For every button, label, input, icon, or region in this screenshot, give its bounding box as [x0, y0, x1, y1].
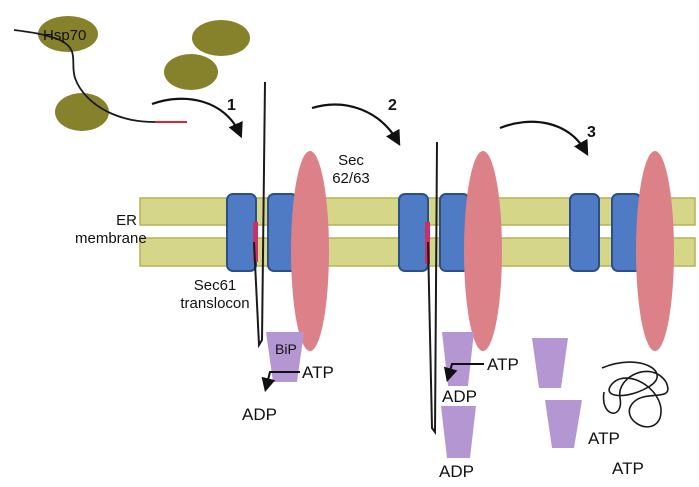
hsp70-chaperone — [38, 16, 98, 52]
sec61-subunit — [569, 193, 600, 272]
hsp70-chaperone — [55, 93, 109, 131]
er-membrane-label-line2: membrane — [75, 230, 147, 247]
atp-label-step3-lower: ATP — [612, 459, 644, 478]
stage-3-complex — [532, 151, 674, 448]
er-membrane-label-line1: ER — [116, 212, 137, 229]
bip-chaperone — [442, 332, 474, 386]
hsp70-chaperone — [192, 20, 250, 56]
atp-label-step1: ATP — [302, 363, 334, 382]
adp-label-step1: ADP — [242, 405, 277, 424]
stage-2-complex — [398, 141, 502, 458]
sec62-63-label: Sec 62/63 — [329, 152, 373, 188]
step-3-label: 3 — [587, 124, 596, 141]
sec61-subunit — [226, 193, 257, 272]
step1-arrow — [151, 97, 243, 139]
step3-arrow — [499, 120, 589, 157]
signal-in-pore — [253, 222, 258, 262]
hsp70-group — [38, 16, 250, 131]
bip-chaperone — [545, 400, 582, 448]
er-membrane-label: ER membrane — [75, 212, 147, 248]
bip-chaperone — [266, 332, 304, 382]
atp-hydrolysis-arrow — [261, 371, 300, 393]
sec62-63-label-line2: 62/63 — [332, 170, 370, 187]
atp-label-step3-upper: ATP — [588, 429, 620, 448]
sec61-translocon-label: Sec61 translocon — [172, 277, 258, 313]
bip-chaperone — [441, 406, 476, 458]
hsp70-chaperone — [164, 54, 218, 90]
step-2-label: 2 — [388, 97, 397, 114]
sec62-63-complex — [636, 151, 674, 351]
adp-label-step2-upper: ADP — [442, 387, 477, 406]
sec62-63-label-line1: Sec — [338, 152, 364, 169]
bip-label: BiP — [275, 341, 297, 357]
sec61-label-line1: Sec61 — [193, 277, 237, 294]
translocating-chain — [427, 141, 438, 435]
stage-1-complex — [226, 81, 329, 393]
step2-arrow — [311, 103, 401, 147]
bip-chaperone — [532, 338, 568, 388]
adp-label-step2-lower: ADP — [439, 462, 474, 481]
folded-protein — [601, 361, 669, 428]
hsp70-label: Hsp70 — [43, 27, 87, 44]
nascent-polypeptide-cytosolic — [13, 29, 156, 123]
atp-hydrolysis-arrow — [443, 363, 484, 383]
step-1-label: 1 — [227, 97, 236, 114]
sec61-label-line2: translocon — [180, 295, 250, 312]
translocating-chain — [253, 81, 266, 349]
atp-label-step2: ATP — [487, 355, 519, 374]
sec62-63-complex — [291, 151, 329, 351]
sec62-63-complex — [464, 151, 502, 351]
sec61-subunit — [398, 193, 429, 272]
